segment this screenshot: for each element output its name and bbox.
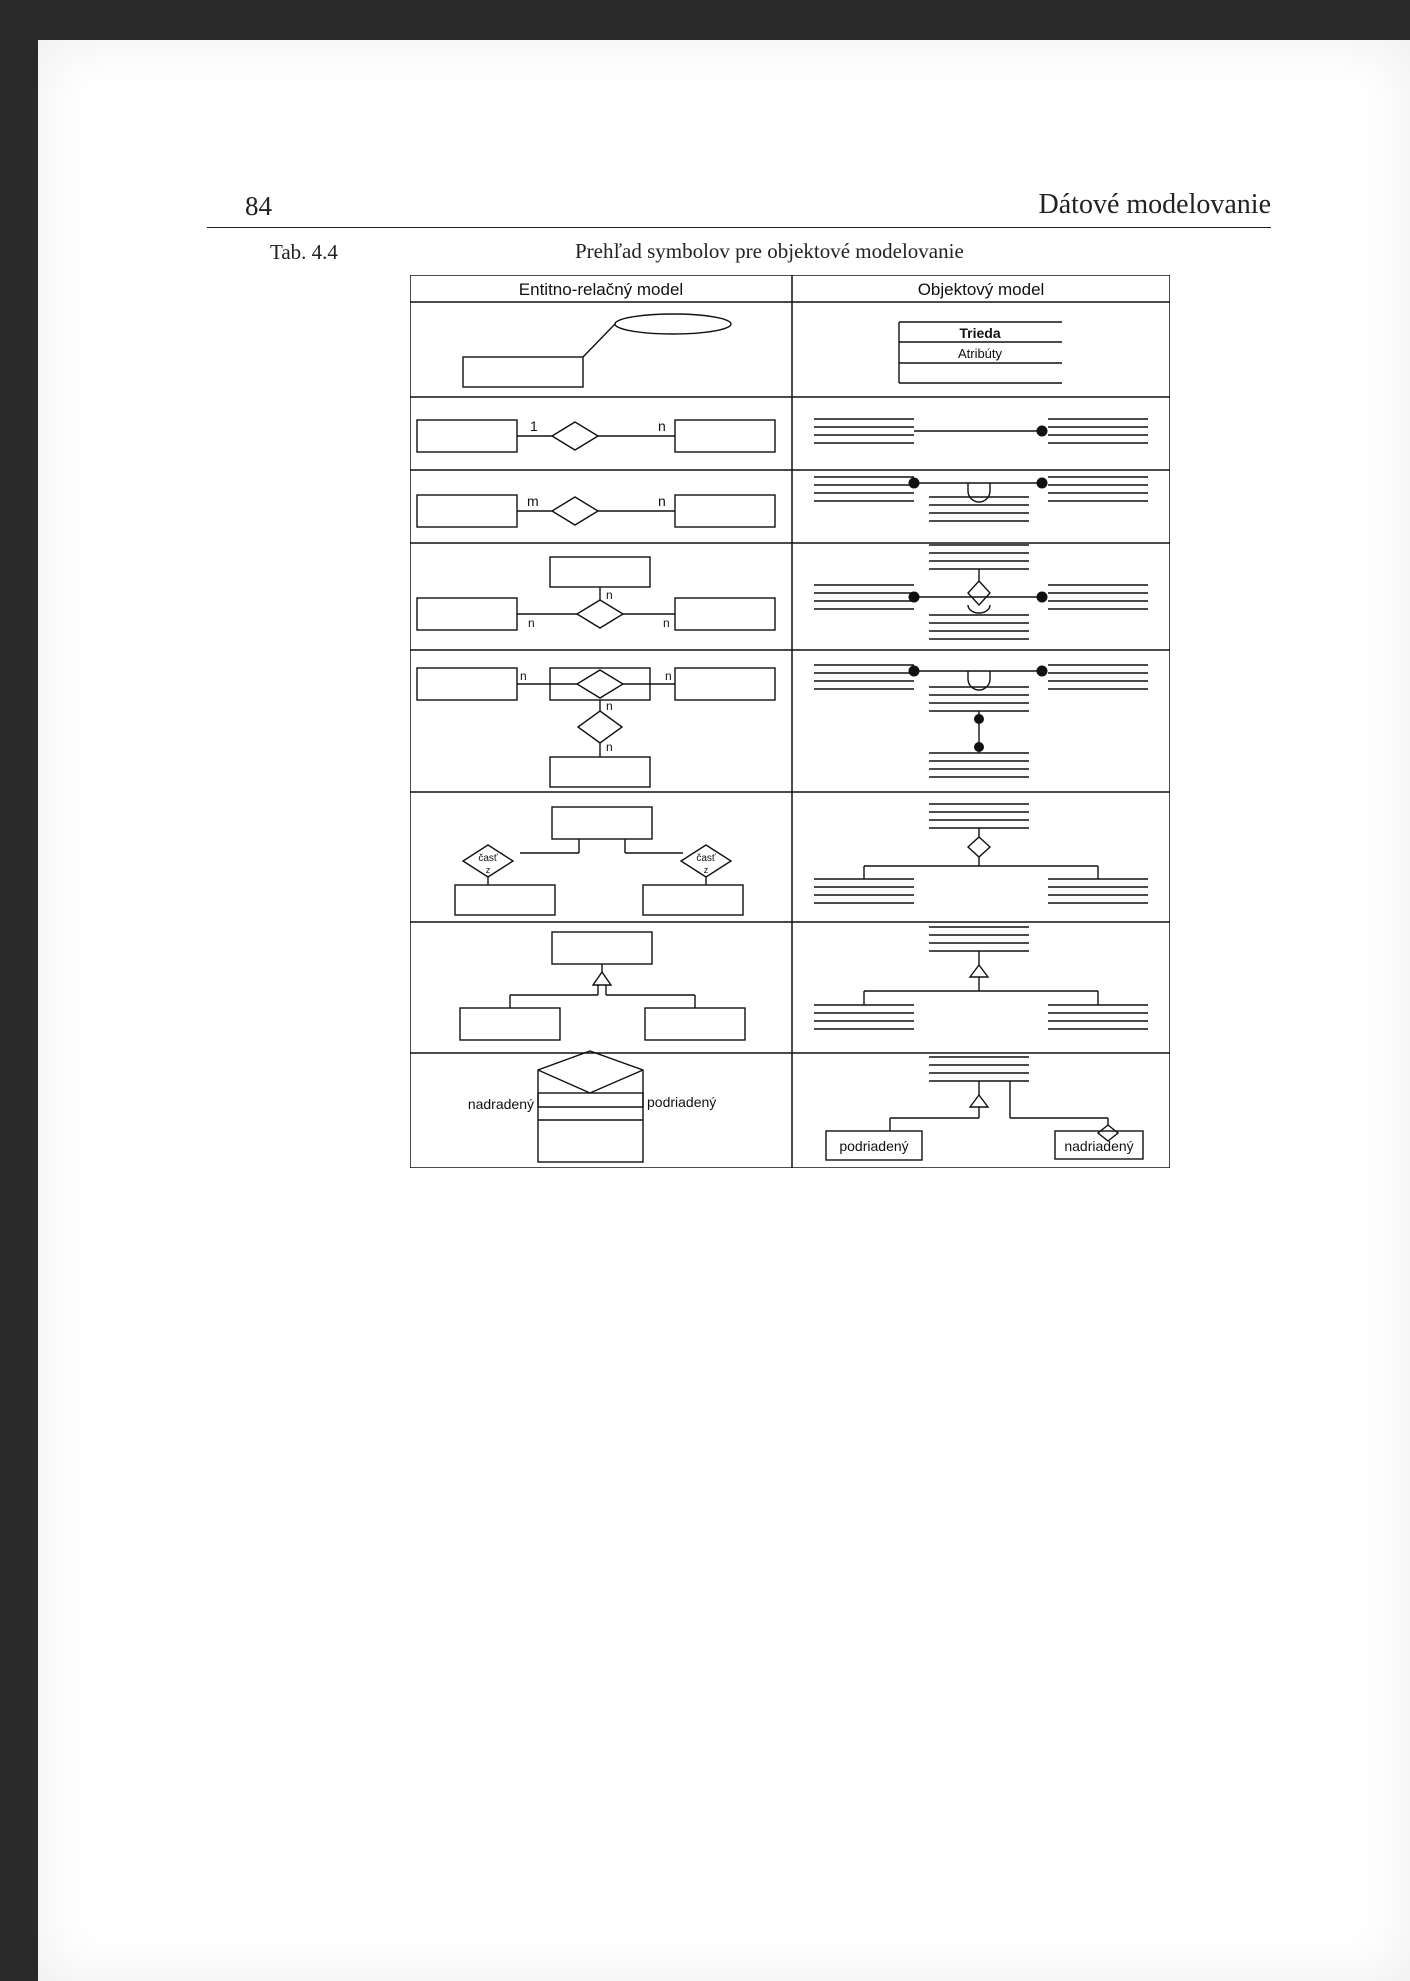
running-header: 84 Dátové modelovanie [207,185,1271,228]
book-page [38,40,1410,1981]
subordinate-label: podriadený [647,1094,716,1110]
er-aggregation-symbol [454,806,744,916]
table-frame [410,275,1170,1168]
er-generalization-symbol [459,931,746,1041]
part-of-label: časť [478,853,498,864]
header-object-model: Objektový model [918,280,1045,299]
cardinality-one: 1 [530,418,538,434]
cardinality-n: n [520,669,527,683]
symbol-table: Entitno-relačný model Objektový model [410,275,1170,1168]
er-superior-subordinate-symbol [537,1050,644,1163]
cardinality-n: n [663,616,670,630]
er-many-to-many-symbol [416,494,776,528]
om-superior-label: nadriadený [1064,1138,1133,1154]
class-name-label: Trieda [959,325,1000,341]
cardinality-n: n [665,669,672,683]
er-relationship-with-entity-symbol [416,667,776,788]
om-subordinate-label: podriadený [839,1138,908,1154]
cardinality-n: n [658,493,666,509]
chapter-title: Dátové modelovanie [1038,189,1271,220]
om-superior-subordinate-symbol [825,1056,1144,1161]
om-one-to-many-symbol [813,418,1149,444]
cardinality-m: m [527,493,539,509]
cardinality-n: n [528,616,535,630]
om-ternary-symbol [813,544,1149,640]
er-entity-attribute-symbol [462,313,732,388]
om-many-to-many-symbol [813,476,1149,522]
table-label: Tab. 4.4 [270,240,338,264]
om-generalization-symbol [813,926,1149,1030]
cardinality-n: n [606,699,613,713]
part-of-suffix: z [704,865,709,875]
superior-label: nadradený [468,1096,534,1112]
header-er-model: Entitno-relačný model [519,280,683,299]
om-aggregation-symbol [813,803,1149,904]
cardinality-n: n [606,588,613,602]
om-class-symbol [898,321,1062,384]
page-number: 84 [245,191,272,221]
table-caption: Prehľad symbolov pre objektové modelovan… [575,239,964,263]
part-of-suffix: z [486,865,491,875]
er-one-to-many-symbol [416,419,776,453]
cardinality-n: n [606,740,613,754]
class-attributes-label: Atribúty [958,346,1003,361]
cardinality-n: n [658,418,666,434]
part-of-label: časť [696,853,716,864]
er-ternary-symbol [416,556,776,631]
